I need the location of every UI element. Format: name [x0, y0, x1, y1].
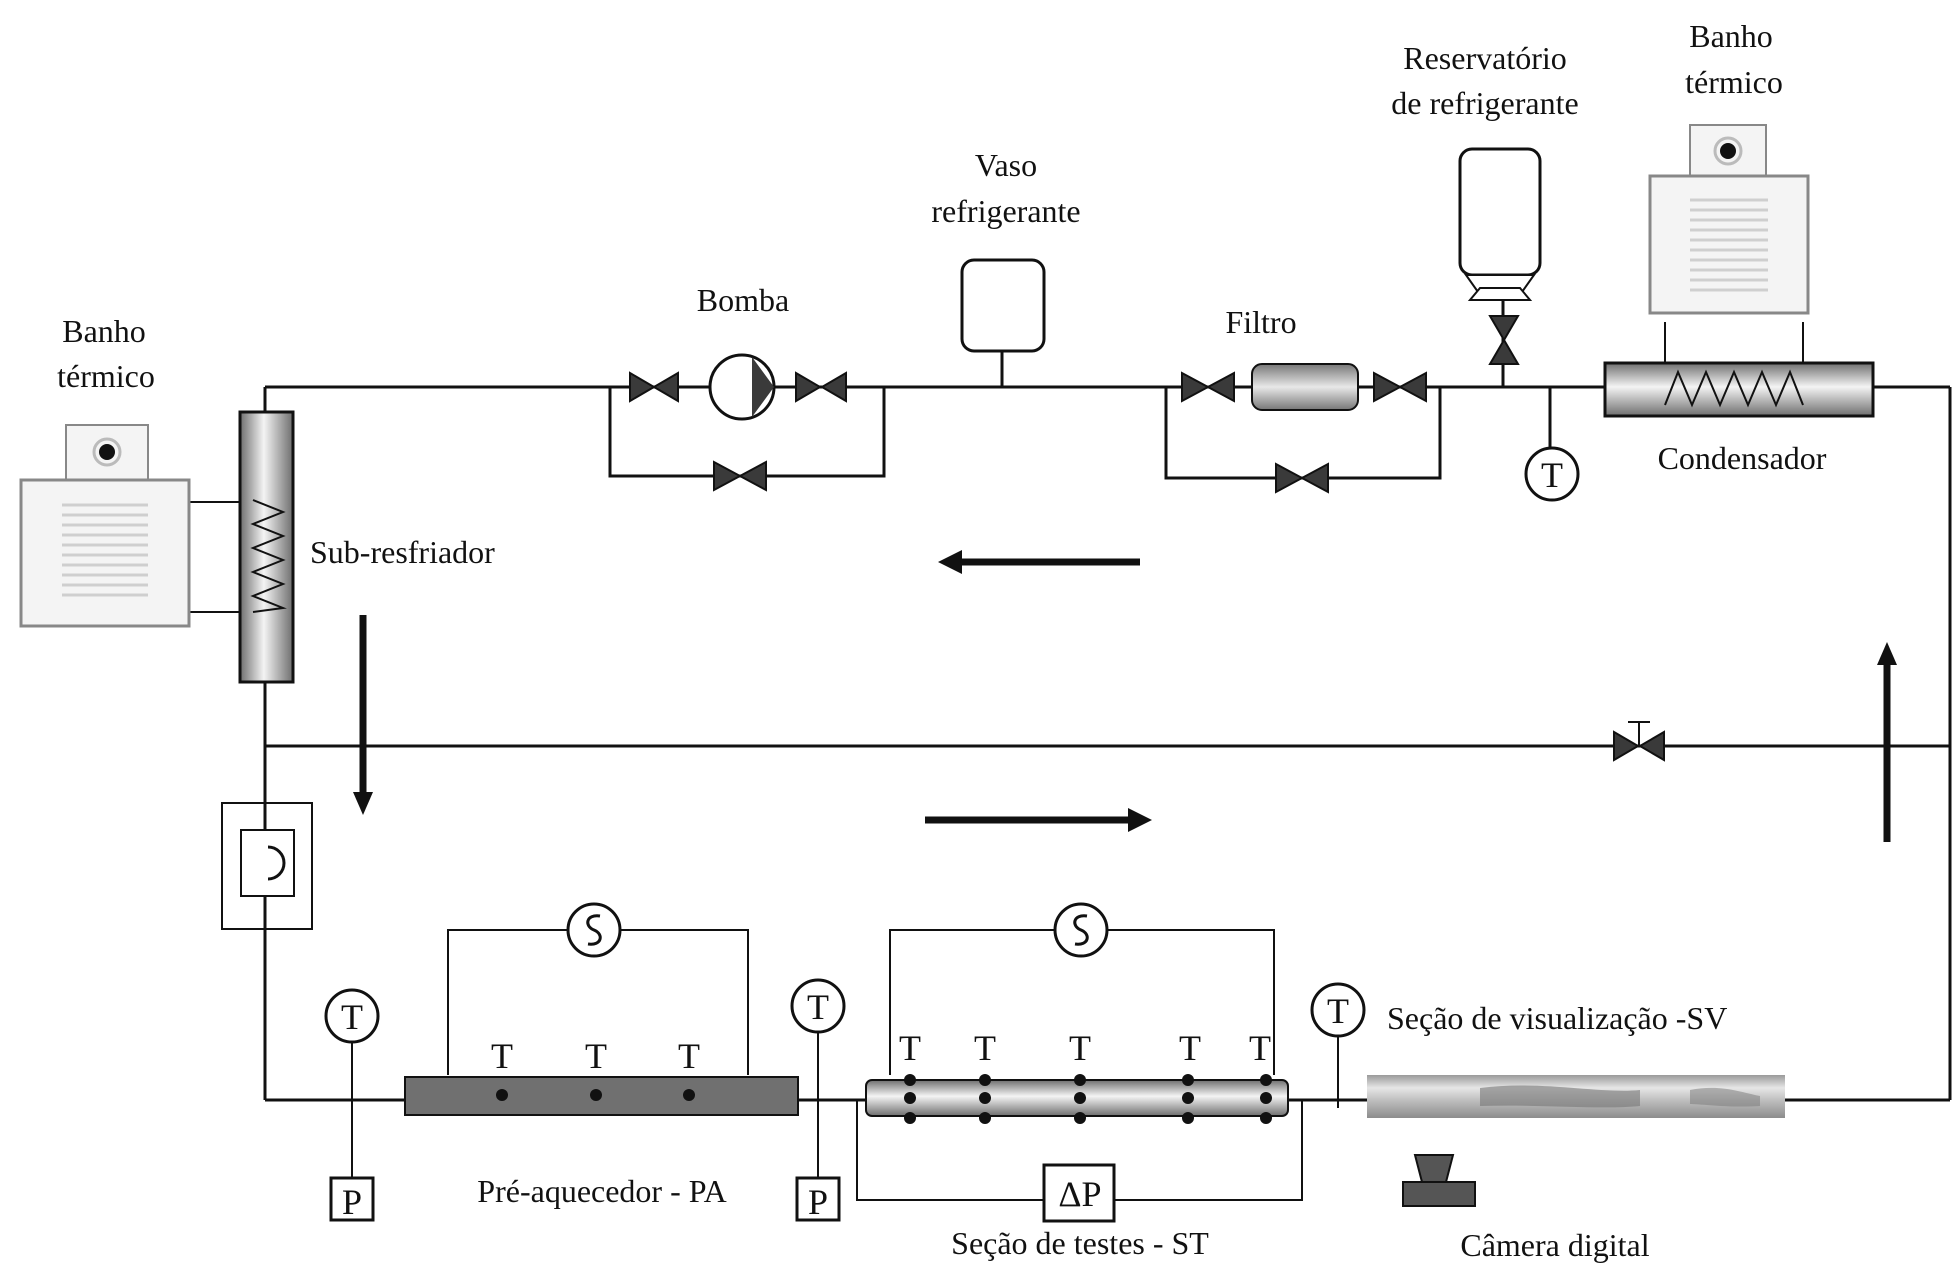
pre-heater-t3: T	[678, 1036, 700, 1076]
bypass-valve	[1614, 722, 1664, 760]
valve-icon	[1614, 722, 1664, 760]
thermal-bath-icon	[1650, 125, 1808, 313]
pressure-symbol: P	[808, 1182, 828, 1222]
bath-right-label-line1: Banho	[1689, 18, 1773, 54]
thermocouple-symbol: T	[1327, 991, 1349, 1031]
pre-heater: T T T Pré-aquecedor - PA	[405, 904, 798, 1209]
condenser: Condensador	[1605, 363, 1873, 476]
reservoir-label-line2: de refrigerante	[1391, 85, 1578, 121]
filter-assembly: Filtro	[1182, 304, 1426, 492]
power-source-icon	[1055, 904, 1107, 956]
filter-label: Filtro	[1225, 304, 1296, 340]
valve-icon	[1182, 373, 1234, 401]
vessel-icon	[962, 260, 1044, 351]
test-section: T T T T T ΔP Seção de testes - ST	[866, 904, 1288, 1261]
filter-icon	[1252, 364, 1358, 410]
pressure-symbol: P	[342, 1182, 362, 1222]
flow-arrows	[353, 550, 1897, 842]
thermal-bath-left: Banho térmico	[21, 313, 189, 626]
reservoir-label-line1: Reservatório	[1403, 40, 1567, 76]
flow-arrow-icon	[938, 550, 1140, 574]
heat-exchanger-icon	[1605, 363, 1873, 416]
power-source-icon	[568, 904, 620, 956]
reservoir-icon	[1460, 149, 1540, 300]
bath-right-label-line2: térmico	[1685, 64, 1783, 100]
sub-cooler: Sub-resfriador	[240, 412, 495, 682]
valve-icon	[630, 373, 678, 401]
pump-assembly: Bomba	[630, 282, 846, 490]
visualization-section: Seção de visualização -SV	[1367, 1000, 1785, 1118]
flow-arrow-icon	[353, 615, 373, 815]
flow-meter	[222, 746, 312, 1100]
test-section-t4: T	[1179, 1028, 1201, 1068]
valve-icon	[1490, 316, 1518, 364]
test-section-label: Seção de testes - ST	[951, 1225, 1209, 1261]
sub-cooler-label: Sub-resfriador	[310, 534, 495, 570]
valve-icon	[796, 373, 846, 401]
pump-icon	[710, 355, 774, 419]
flow-arrow-icon	[925, 808, 1152, 832]
thermocouple-symbol: T	[807, 987, 829, 1027]
valve-icon	[714, 462, 766, 490]
pre-heater-label: Pré-aquecedor - PA	[477, 1173, 726, 1209]
refrigerant-reservoir: Reservatório de refrigerante	[1391, 40, 1578, 364]
bath-left-label-line1: Banho	[62, 313, 146, 349]
pump-label: Bomba	[697, 282, 789, 318]
test-section-t2: T	[974, 1028, 996, 1068]
test-section-t5: T	[1249, 1028, 1271, 1068]
camera-icon	[1403, 1155, 1475, 1206]
thermocouple-after-reservoir: T	[1526, 448, 1578, 500]
test-section-t1: T	[899, 1028, 921, 1068]
diff-pressure-symbol: ΔP	[1058, 1174, 1101, 1214]
thermal-bath-right: Banho térmico	[1650, 18, 1808, 313]
condenser-label: Condensador	[1658, 440, 1827, 476]
vessel-label-line1: Vaso	[975, 147, 1037, 183]
refrigerant-vessel: Vaso refrigerante	[931, 147, 1080, 351]
thermocouple-symbol: T	[1541, 455, 1563, 495]
heat-exchanger-icon	[240, 412, 293, 682]
pre-heater-t2: T	[585, 1036, 607, 1076]
camera-label: Câmera digital	[1460, 1227, 1649, 1263]
outlet-thermocouple: T	[1312, 984, 1364, 1108]
valve-icon	[1276, 464, 1328, 492]
vessel-label-line2: refrigerante	[931, 193, 1080, 229]
test-section-t3: T	[1069, 1028, 1091, 1068]
inlet-sensors: T P	[326, 990, 378, 1222]
visualization-label: Seção de visualização -SV	[1387, 1000, 1727, 1036]
pre-heater-t1: T	[491, 1036, 513, 1076]
thermocouple-symbol: T	[341, 997, 363, 1037]
flow-arrow-icon	[1877, 642, 1897, 842]
bath-left-label-line2: térmico	[57, 358, 155, 394]
thermal-bath-icon	[21, 425, 189, 626]
digital-camera: Câmera digital	[1403, 1155, 1650, 1263]
valve-icon	[1374, 373, 1426, 401]
